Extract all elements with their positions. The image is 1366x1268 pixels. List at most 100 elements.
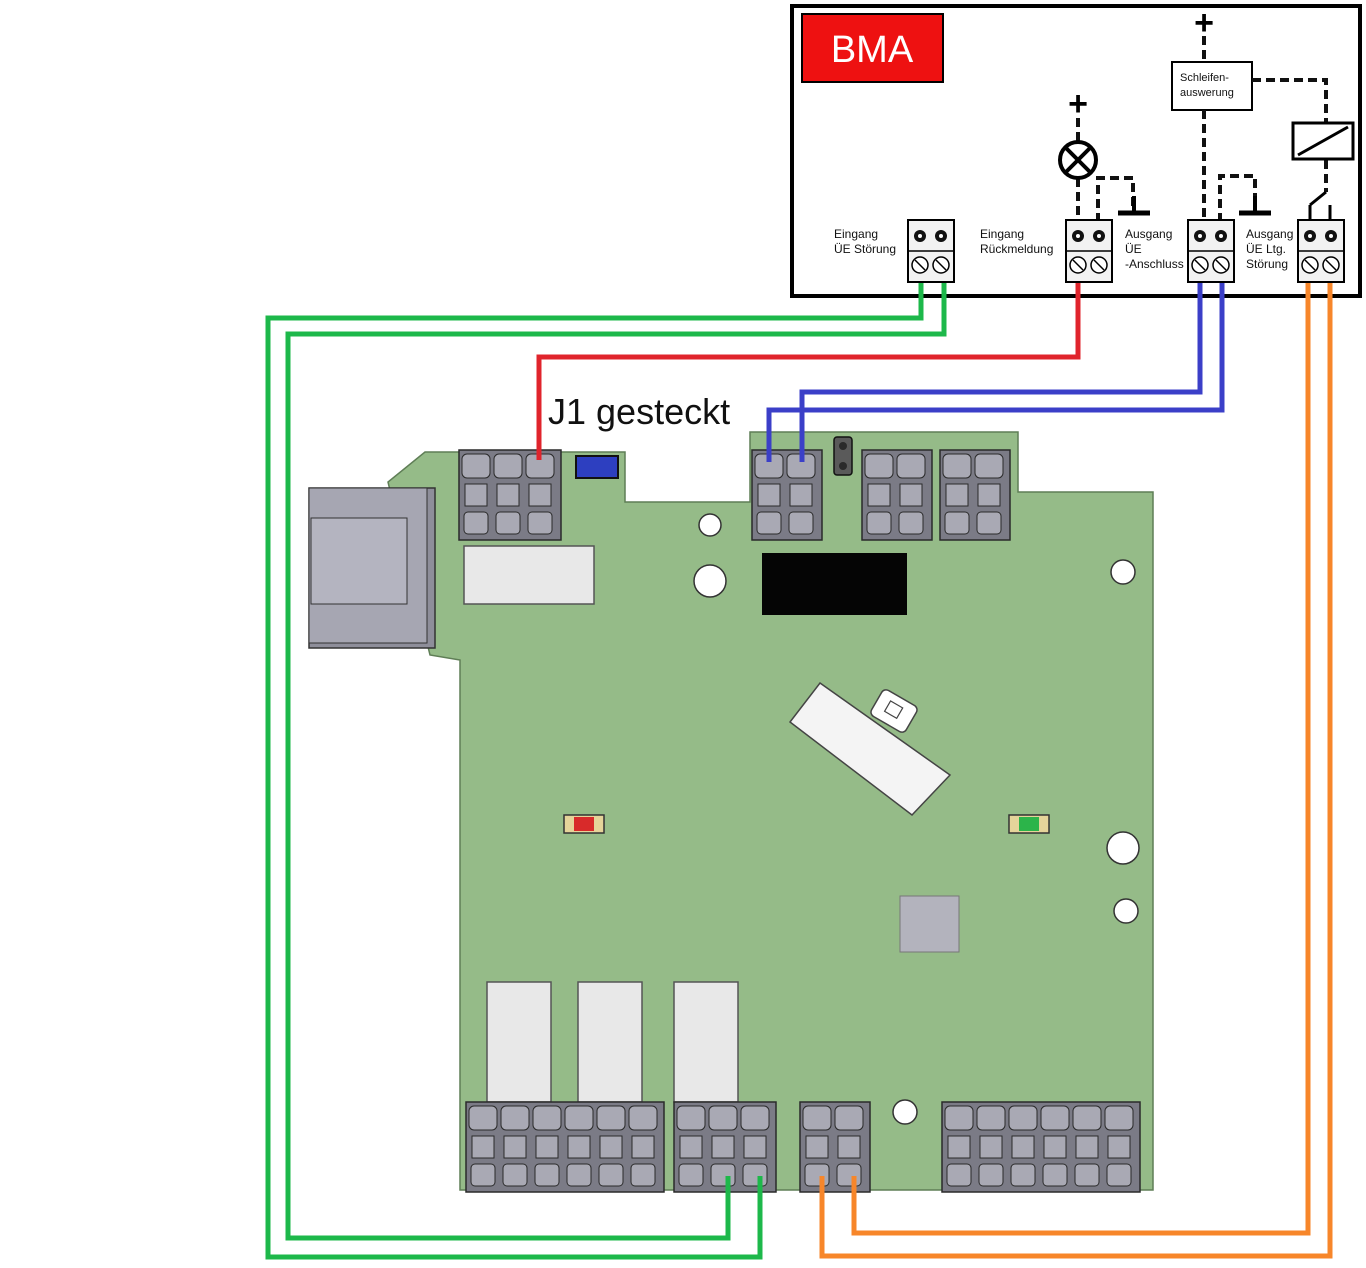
terminal-clamp: [834, 1105, 864, 1131]
mounting-hole: [1106, 831, 1140, 865]
bma-screw-terminal: [1187, 219, 1235, 283]
relay-bottom-2: [577, 981, 643, 1103]
terminal-block: [861, 449, 933, 541]
plus-sign-lamp: +: [1068, 85, 1088, 123]
terminal-clamp: [461, 453, 491, 479]
terminal-screw: [534, 1163, 560, 1187]
terminal-block: [939, 449, 1011, 541]
bma-title-box: [801, 13, 944, 83]
relay-coil-icon: [1291, 121, 1355, 161]
bma-screw-terminal: [1297, 219, 1345, 283]
loop-evaluation-line1: Schleifen-: [1180, 72, 1229, 84]
terminal-slot: [945, 483, 969, 507]
pcb-board: [308, 431, 1154, 1193]
terminal-clamp: [942, 453, 972, 479]
terminal-slot: [503, 1135, 527, 1159]
terminal-block: [458, 449, 562, 541]
led-green: [1008, 814, 1050, 834]
terminal-screw: [866, 511, 892, 535]
terminal-label-eingang-stoerung: Eingang ÜE Störung: [834, 227, 896, 256]
relay-bottom-3: [673, 981, 739, 1103]
bma-screw-terminal: [907, 219, 955, 283]
terminal-screw: [756, 511, 782, 535]
terminal-screw: [742, 1163, 768, 1187]
terminal-clamp: [802, 1105, 832, 1131]
terminal-clamp: [532, 1105, 562, 1131]
jumper-j1: [575, 455, 619, 479]
loop-evaluation-line2: auswerung: [1180, 87, 1234, 99]
terminal-slot: [567, 1135, 591, 1159]
loop-evaluation-box: [1171, 61, 1253, 111]
bma-title: BMA: [831, 29, 914, 71]
terminal-slot: [471, 1135, 495, 1159]
grey-chip: [899, 895, 960, 953]
wire-blue-2: [766, 283, 1225, 462]
terminal-slot: [528, 483, 552, 507]
terminal-clamp: [468, 1105, 498, 1131]
terminal-clamp: [944, 1105, 974, 1131]
terminal-screw: [495, 511, 521, 535]
terminal-screw: [566, 1163, 592, 1187]
terminal-slot: [867, 483, 891, 507]
terminal-block: [465, 1101, 665, 1193]
terminal-slot: [535, 1135, 559, 1159]
terminal-clamp: [500, 1105, 530, 1131]
terminal-clamp: [1104, 1105, 1134, 1131]
terminal-slot: [899, 483, 923, 507]
terminal-clamp: [708, 1105, 738, 1131]
bma-terminals: [907, 219, 1345, 283]
terminal-clamp: [1072, 1105, 1102, 1131]
terminal-label-ausgang-anschluss: Ausgang ÜE -Anschluss: [1125, 227, 1184, 271]
mounting-hole: [1113, 898, 1139, 924]
terminal-blocks: [458, 449, 1141, 1193]
terminal-label-eingang-rueckmeldung: Eingang Rückmeldung: [980, 227, 1053, 256]
wire-orange-2: [819, 283, 1333, 1259]
terminal-slot: [805, 1135, 829, 1159]
terminal-screw: [502, 1163, 528, 1187]
terminal-screw: [976, 511, 1002, 535]
relay-bottom-1: [486, 981, 552, 1103]
led-red: [563, 814, 605, 834]
wire-red: [536, 283, 1081, 460]
terminal-clamp: [740, 1105, 770, 1131]
terminal-slot: [979, 1135, 1003, 1159]
jumper-pins: [833, 436, 853, 476]
terminal-clamp: [896, 453, 926, 479]
terminal-block: [799, 1101, 871, 1193]
terminal-screw: [804, 1163, 830, 1187]
terminal-screw: [946, 1163, 972, 1187]
wire-green-outer: [265, 283, 924, 1260]
terminal-screw: [1042, 1163, 1068, 1187]
terminal-clamp: [564, 1105, 594, 1131]
terminal-screw: [1010, 1163, 1036, 1187]
terminal-slot: [496, 483, 520, 507]
terminal-screw: [527, 511, 553, 535]
mounting-hole: [1110, 559, 1136, 585]
rotated-module: [788, 681, 952, 817]
mounting-hole: [892, 1099, 918, 1125]
terminal-clamp: [1008, 1105, 1038, 1131]
terminal-slot: [631, 1135, 655, 1159]
terminal-slot: [757, 483, 781, 507]
terminal-block: [941, 1101, 1141, 1193]
terminal-screw: [836, 1163, 862, 1187]
terminal-clamp: [976, 1105, 1006, 1131]
terminal-clamp: [596, 1105, 626, 1131]
terminal-slot: [1043, 1135, 1067, 1159]
bma-panel: BMA Schleifen- auswerung + +: [790, 4, 1362, 298]
mounting-hole: [698, 513, 722, 537]
terminal-slot: [743, 1135, 767, 1159]
terminal-clamp: [628, 1105, 658, 1131]
terminal-clamp: [974, 453, 1004, 479]
terminal-screw: [1106, 1163, 1132, 1187]
lamp-icon: [1058, 140, 1098, 180]
terminal-block: [751, 449, 823, 541]
bma-screw-terminal: [1065, 219, 1113, 283]
terminal-slot: [837, 1135, 861, 1159]
relay-top: [463, 545, 595, 605]
internal-wiring: [1076, 36, 1328, 222]
terminal-screw: [598, 1163, 624, 1187]
wire-blue-1: [799, 283, 1203, 462]
terminal-screw: [630, 1163, 656, 1187]
